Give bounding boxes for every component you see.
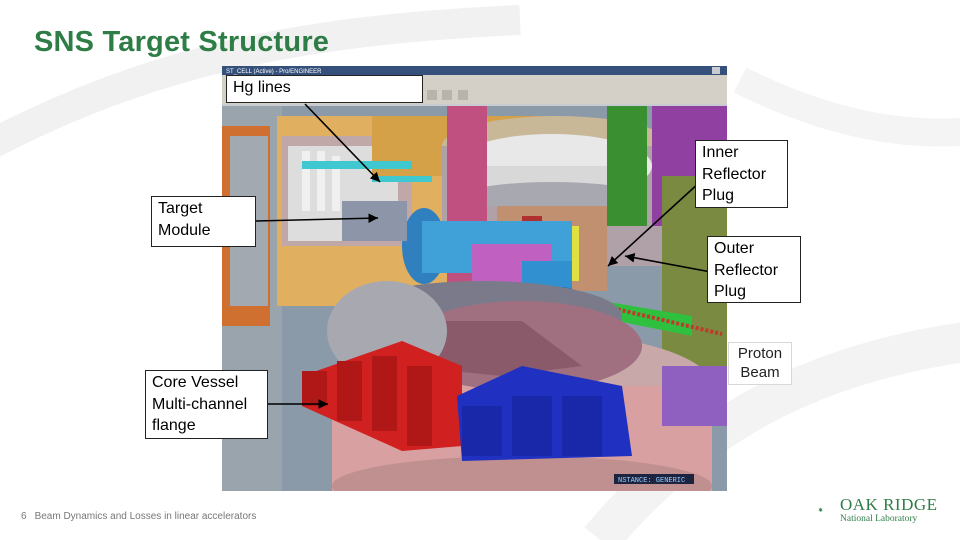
callout-core-vessel-flange: Core Vessel Multi-channel flange — [145, 370, 268, 439]
callout-inner-reflector-plug: Inner Reflector Plug — [695, 140, 788, 208]
oak-ridge-leaf-icon — [818, 507, 823, 513]
callout-target-module: Target Module — [151, 196, 256, 247]
slide-title: SNS Target Structure — [34, 26, 330, 58]
logo-line2: National Laboratory — [840, 514, 918, 524]
window-title: ST_CELL (Active) - Pro/ENGINEER — [226, 69, 322, 75]
cad-status-text: NSTANCE: GENERIC — [618, 477, 685, 485]
cad-status-bar — [614, 474, 694, 484]
logo-line1: OAK RIDGE — [840, 495, 938, 514]
oak-ridge-logo: OAK RIDGE National Laboratory — [840, 495, 938, 525]
slide-footer: 6 Beam Dynamics and Losses in linear acce… — [21, 511, 256, 522]
callout-proton-beam: Proton Beam — [728, 342, 792, 385]
callout-hg-lines: Hg lines — [226, 75, 423, 103]
page-number: 6 — [21, 511, 27, 522]
target-cad-rendering: ST_CELL (Active) - Pro/ENGINEER — [222, 66, 727, 491]
callout-outer-reflector-plug: Outer Reflector Plug — [707, 236, 801, 303]
window-titlebar — [222, 66, 727, 75]
footer-text: Beam Dynamics and Losses in linear accel… — [34, 511, 257, 522]
